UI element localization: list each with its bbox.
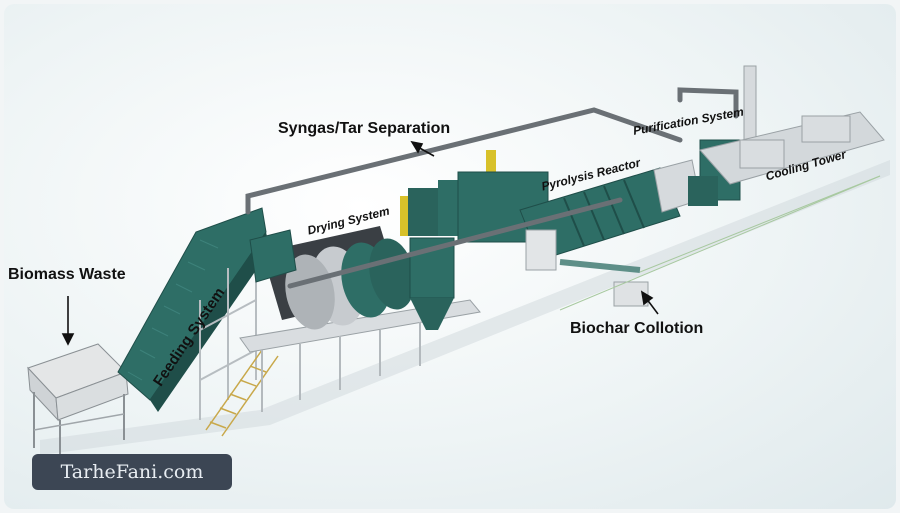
watermark-badge: TarheFani.com: [32, 454, 232, 490]
biomass-hopper: [27, 343, 129, 462]
syngas-pipes: [245, 87, 739, 289]
annotation-arrows: [61, 140, 659, 346]
cable-lines: [559, 175, 881, 311]
biomass-waste-label: Biomass Waste: [8, 266, 126, 283]
feeding-conveyor: [117, 207, 270, 420]
syngas-tar-separation-label: Syngas/Tar Separation: [278, 120, 451, 137]
biochar-collection-label: Biochar Collotion: [570, 320, 704, 337]
access-stairs: [205, 349, 279, 437]
cooling-tower-platform: [699, 111, 885, 185]
purification-system: [688, 65, 757, 206]
